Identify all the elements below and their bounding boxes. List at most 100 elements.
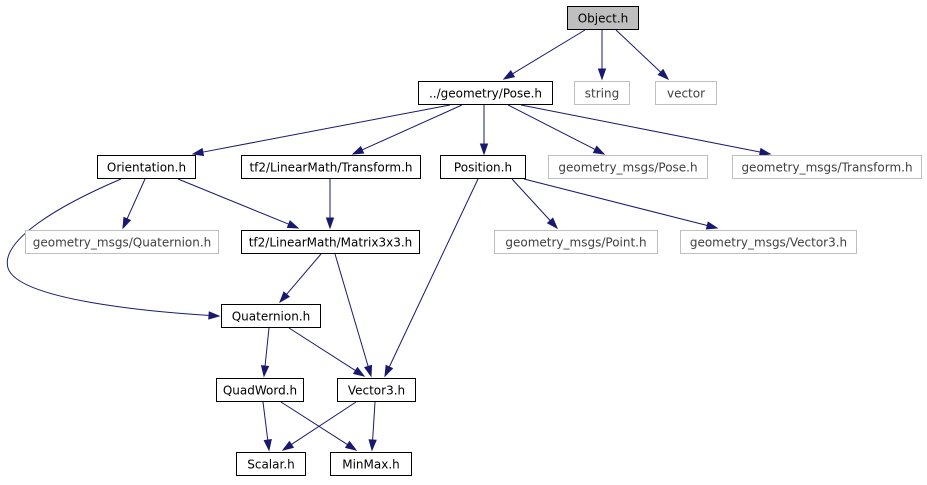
- node-box: [216, 378, 304, 402]
- node-box: [732, 155, 922, 179]
- node-gm-point: geometry_msgs/Point.h: [494, 230, 658, 254]
- node-quaternion-h[interactable]: Quaternion.h: [221, 304, 321, 328]
- edge-transform_h-to-matrix3x3_h: [325, 179, 335, 230]
- node-vector3-h[interactable]: Vector3.h: [337, 378, 416, 402]
- edge-orientation_h-to-matrix3x3_h: [177, 178, 300, 229]
- edge-line: [615, 29, 662, 74]
- node-box: [418, 81, 553, 105]
- edge-line: [201, 104, 451, 153]
- node-box: [221, 304, 321, 328]
- node-matrix3x3-h[interactable]: tf2/LinearMath/Matrix3x3.h: [241, 230, 420, 254]
- arrowhead: [705, 221, 719, 230]
- edge-object_h-to-pose_h: [502, 29, 586, 80]
- node-box: [440, 155, 526, 179]
- edge-line: [177, 178, 290, 226]
- arrowhead: [344, 440, 358, 451]
- edge-orientation_h-to-gm_quaternion: [122, 178, 146, 230]
- edge-line: [372, 401, 376, 442]
- edges-layer: [6, 29, 772, 452]
- node-label: MinMax.h: [342, 458, 400, 472]
- arrowhead: [758, 147, 772, 157]
- node-label: geometry_msgs/Point.h: [505, 236, 646, 250]
- edge-quadword_h-to-scalar_h: [262, 401, 272, 452]
- node-gm-pose: geometry_msgs/Pose.h: [548, 155, 708, 179]
- node-box: [241, 230, 420, 254]
- edge-pose_h-to-orientation_h: [191, 104, 451, 157]
- node-label: Scalar.h: [247, 458, 295, 472]
- node-label: geometry_msgs/Pose.h: [558, 161, 697, 175]
- arrowhead: [363, 364, 373, 378]
- edge-line: [290, 401, 357, 446]
- edge-line: [126, 178, 146, 220]
- arrowhead: [122, 216, 132, 230]
- arrowhead: [281, 440, 295, 451]
- edge-vector3_h-to-minmax_h: [368, 401, 377, 452]
- arrowhead: [592, 145, 606, 155]
- arrowhead: [479, 143, 489, 156]
- edge-pose_h-to-position_h: [479, 105, 489, 156]
- edge-matrix3x3_h-to-vector3_h: [334, 253, 373, 378]
- edge-line: [285, 253, 322, 296]
- node-label: geometry_msgs/Transform.h: [741, 161, 912, 175]
- node-pose-h[interactable]: ../geometry/Pose.h: [418, 81, 553, 105]
- arrowhead: [191, 147, 205, 157]
- arrowhead: [368, 439, 377, 452]
- node-box: [241, 155, 421, 179]
- edge-object_h-to-vector: [615, 29, 670, 81]
- node-minmax-h[interactable]: MinMax.h: [330, 452, 412, 476]
- node-label: ../geometry/Pose.h: [429, 87, 542, 101]
- arrowhead: [546, 217, 559, 230]
- arrowhead: [351, 145, 365, 155]
- node-label: tf2/LinearMath/Matrix3x3.h: [249, 236, 413, 250]
- node-gm-vector3: geometry_msgs/Vector3.h: [680, 230, 857, 254]
- node-box: [680, 230, 857, 254]
- arrowhead: [263, 439, 272, 452]
- node-label: tf2/LinearMath/Transform.h: [249, 161, 412, 175]
- edge-pose_h-to-gm_transform: [520, 104, 772, 157]
- edge-vector3_h-to-scalar_h: [281, 401, 357, 451]
- node-box: [548, 155, 708, 179]
- edge-line: [334, 253, 369, 368]
- edge-position_h-to-vector3_h: [384, 178, 479, 378]
- node-label: Object.h: [578, 12, 629, 26]
- node-label: QuadWord.h: [223, 384, 297, 398]
- node-label: Quaternion.h: [232, 310, 311, 324]
- edge-line: [361, 104, 463, 151]
- edge-line: [280, 401, 349, 446]
- node-transform-h[interactable]: tf2/LinearMath/Transform.h: [241, 155, 421, 179]
- edge-orientation_h-to-quaternion_h: [6, 178, 221, 320]
- node-quadword-h[interactable]: QuadWord.h: [216, 378, 304, 402]
- edge-pose_h-to-transform_h: [351, 104, 463, 155]
- arrowhead: [502, 69, 516, 80]
- edge-line: [288, 327, 357, 372]
- node-label: geometry_msgs/Vector3.h: [690, 236, 847, 250]
- node-label: string: [585, 87, 619, 101]
- arrowhead: [260, 365, 270, 378]
- node-label: geometry_msgs/Quaternion.h: [33, 236, 212, 250]
- edge-position_h-to-gm_point: [511, 178, 559, 230]
- node-label: Vector3.h: [348, 384, 405, 398]
- node-box: [655, 81, 717, 105]
- node-position-h[interactable]: Position.h: [440, 155, 526, 179]
- edge-line: [520, 104, 762, 153]
- node-scalar-h[interactable]: Scalar.h: [236, 452, 306, 476]
- edge-line: [264, 327, 270, 368]
- edge-line: [511, 29, 586, 75]
- node-label: Orientation.h: [107, 161, 186, 175]
- edge-matrix3x3_h-to-quaternion_h: [279, 253, 322, 304]
- arrowhead: [384, 364, 394, 378]
- edge-line: [507, 104, 597, 151]
- edge-quaternion_h-to-quadword_h: [260, 327, 270, 378]
- node-gm-quaternion: geometry_msgs/Quaternion.h: [25, 230, 219, 254]
- node-string: string: [574, 81, 630, 105]
- edge-line: [6, 178, 220, 317]
- node-box: [494, 230, 658, 254]
- node-box: [574, 81, 630, 105]
- arrowhead: [279, 291, 291, 304]
- node-gm-transform: geometry_msgs/Transform.h: [732, 155, 922, 179]
- node-object-h[interactable]: Object.h: [567, 6, 639, 30]
- edge-line: [384, 178, 479, 377]
- node-orientation-h[interactable]: Orientation.h: [97, 155, 196, 179]
